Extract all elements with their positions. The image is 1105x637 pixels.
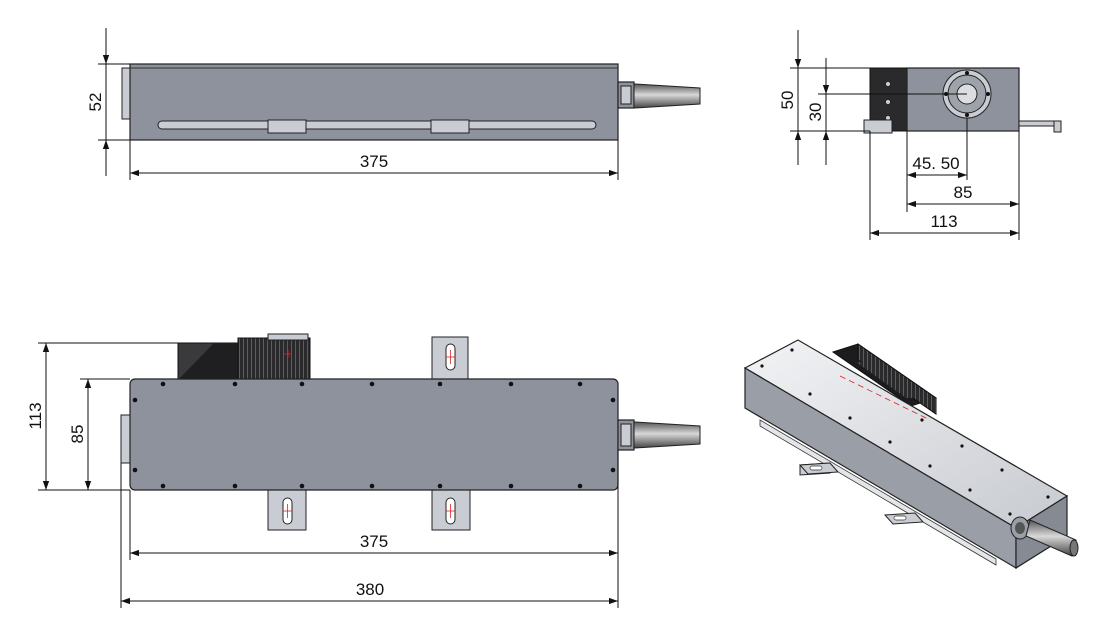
- iso-connector: [1010, 516, 1079, 557]
- top-screws: [132, 381, 616, 489]
- side-end-cap: [121, 67, 131, 120]
- end-base-plate: [863, 119, 893, 134]
- top-total-height-dim: 113: [26, 402, 45, 429]
- end-total-width-dim: 113: [930, 212, 957, 231]
- top-bracket-upper: [431, 336, 469, 381]
- top-bracket-lower-right: [431, 489, 471, 531]
- side-height-dim: 52: [86, 93, 105, 112]
- end-height-dim: 50: [778, 91, 797, 110]
- top-view: 113 85 375 380: [26, 333, 701, 608]
- end-view: 50 30 45. 50 85 113: [778, 30, 1062, 240]
- isometric-view: [743, 339, 1079, 570]
- side-slot: [157, 120, 597, 130]
- top-heatsink: [177, 333, 311, 381]
- top-end-cap: [120, 414, 131, 464]
- side-length-dim: 375: [360, 152, 388, 171]
- top-body-height-dim: 85: [68, 425, 87, 444]
- end-body-width-dim: 85: [954, 183, 973, 202]
- side-bracket-left: [267, 119, 307, 134]
- iso-slot: [759, 419, 997, 566]
- side-bracket-right: [430, 119, 470, 134]
- top-connector: [617, 419, 701, 451]
- top-total-length-dim: 380: [356, 580, 384, 599]
- iso-heatsink: [831, 343, 938, 415]
- side-view: 52 375: [86, 28, 701, 180]
- end-center-dim: 30: [806, 103, 825, 122]
- side-connector: [617, 81, 701, 109]
- top-housing: [129, 378, 619, 491]
- top-body-length-dim: 375: [360, 532, 388, 551]
- top-bracket-lower-left: [267, 489, 307, 531]
- end-offset-dim: 45. 50: [912, 154, 959, 173]
- iso-screws: [760, 348, 1050, 516]
